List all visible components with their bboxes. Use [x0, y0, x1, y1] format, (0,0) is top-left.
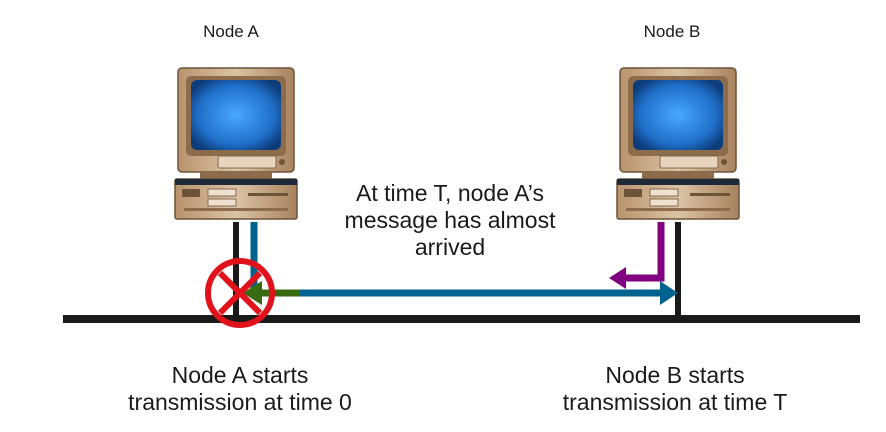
collision-arrowhead [243, 281, 262, 305]
node-b-computer [616, 67, 740, 220]
desktop-computer-icon [616, 67, 740, 220]
node-a-caption-line1: Node A starts [171, 362, 309, 388]
node-b-caption-line2: transmission at time T [562, 389, 788, 416]
node-a-caption-line2: transmission at time 0 [128, 389, 352, 416]
middle-annotation-line1: At time T, node A’s [356, 180, 544, 206]
middle-annotation: At time T, node A’s message has almost a… [300, 180, 600, 261]
middle-annotation-line3: arrived [414, 234, 486, 261]
node-b-caption: Node B starts transmission at time T [520, 362, 830, 416]
node-b-caption-line1: Node B starts [605, 362, 745, 388]
node-a-caption: Node A starts transmission at time 0 [90, 362, 390, 416]
node-b-signal-arrowhead [609, 267, 626, 289]
desktop-computer-icon [174, 67, 298, 220]
node-b-signal-path [624, 222, 665, 282]
middle-annotation-line2: message has almost [344, 207, 556, 234]
node-a-computer [174, 67, 298, 220]
node-b-title: Node B [643, 22, 701, 41]
node-a-title: Node A [203, 22, 259, 41]
prohibited-icon [205, 258, 275, 328]
node-a-signal-arrowhead [660, 281, 678, 305]
